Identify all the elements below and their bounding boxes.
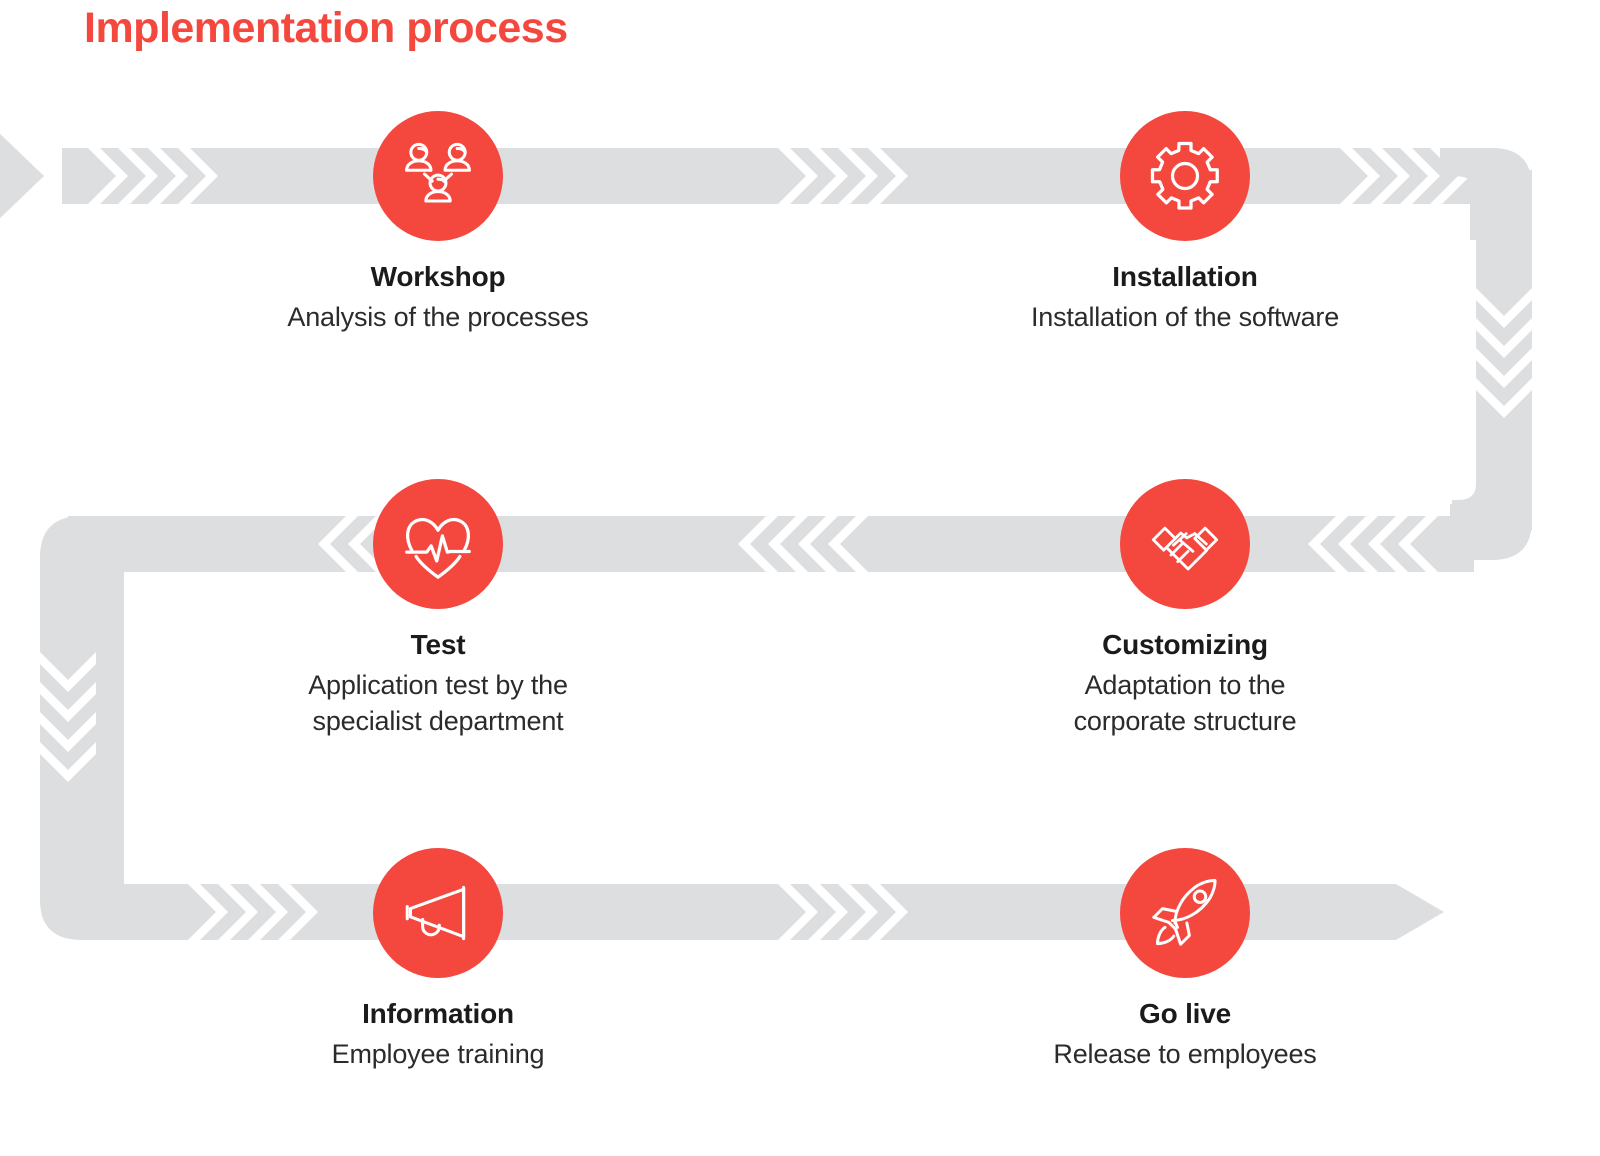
step-description: Installation of the software — [1030, 302, 1340, 333]
step-title: Test — [410, 629, 466, 660]
step-title: Installation — [1112, 261, 1258, 292]
process-step-test[interactable]: Test Application test by the specialist … — [258, 479, 618, 739]
step-description: Employee training — [331, 1039, 545, 1070]
heartbeat-icon — [398, 504, 478, 584]
step-title: Go live — [1139, 998, 1231, 1029]
customizing-icon-circle[interactable] — [1120, 479, 1250, 609]
process-step-go-live[interactable]: Go live Release to employees — [1005, 848, 1365, 1073]
megaphone-icon — [397, 872, 479, 954]
entry-arrowhead — [0, 133, 44, 219]
information-icon-circle[interactable] — [373, 848, 503, 978]
step-description: Adaptation to the corporate structure — [1073, 670, 1297, 736]
step-title: Information — [362, 998, 514, 1029]
process-step-installation[interactable]: Installation Installation of the softwar… — [1005, 111, 1365, 336]
page-title: Implementation process — [84, 4, 568, 52]
handshake-icon — [1146, 505, 1224, 583]
go-live-icon-circle[interactable] — [1120, 848, 1250, 978]
process-step-customizing[interactable]: Customizing Adaptation to the corporate … — [1005, 479, 1365, 739]
step-description: Analysis of the processes — [287, 302, 589, 333]
gear-icon — [1145, 136, 1225, 216]
team-icon — [397, 135, 479, 217]
installation-icon-circle[interactable] — [1120, 111, 1250, 241]
step-title: Workshop — [370, 261, 506, 292]
step-description: Application test by the specialist depar… — [308, 670, 568, 736]
flow-right-vertical — [1440, 148, 1532, 560]
workshop-icon-circle[interactable] — [373, 111, 503, 241]
process-step-information[interactable]: Information Employee training — [258, 848, 618, 1073]
test-icon-circle[interactable] — [373, 479, 503, 609]
step-description: Release to employees — [1053, 1039, 1317, 1070]
process-step-workshop[interactable]: Workshop Analysis of the processes — [258, 111, 618, 336]
rocket-icon — [1145, 873, 1225, 953]
flow-left-vertical — [40, 516, 132, 940]
step-title: Customizing — [1102, 629, 1268, 660]
